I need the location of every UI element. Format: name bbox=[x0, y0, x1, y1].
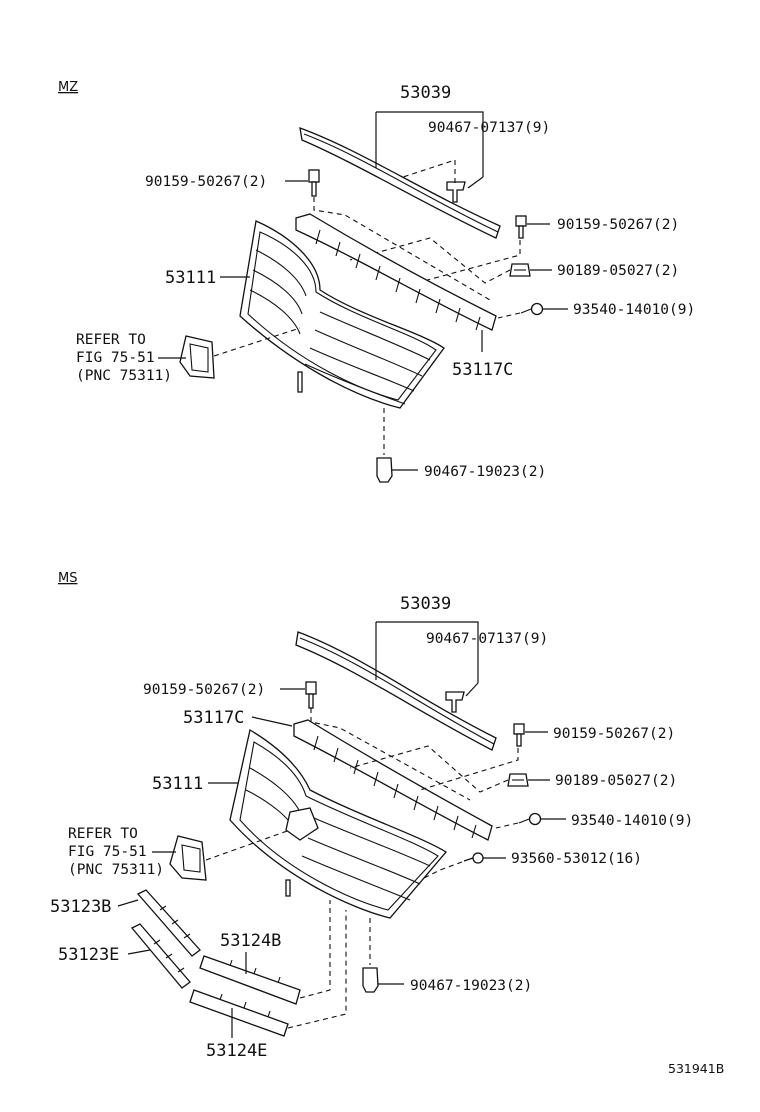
refer-line1-ms: REFER TO bbox=[68, 826, 138, 842]
bracket-53117C-mz[interactable] bbox=[295, 213, 497, 331]
label-53117C-mz: 53117C bbox=[452, 360, 513, 380]
clip-90467-19023-ms[interactable] bbox=[362, 967, 379, 993]
label-53123E-ms: 53123E bbox=[58, 945, 119, 965]
section-mz: MZ 53039 90467-07137(9) 90159-50267(2) 9… bbox=[58, 80, 695, 483]
refer-line2-ms: FIG 75-51 bbox=[68, 844, 147, 860]
emblem-ref-mz[interactable] bbox=[179, 335, 215, 379]
clip-90189-05027-ms[interactable] bbox=[507, 773, 529, 787]
leader-53039-mz bbox=[375, 111, 484, 177]
diagram-code: 531941B bbox=[668, 1061, 724, 1076]
section-tag-mz: MZ bbox=[58, 80, 78, 95]
clip-90467-07137-ms[interactable] bbox=[445, 691, 465, 713]
garnish-53124B-ms[interactable] bbox=[199, 955, 301, 1005]
garnish-53124E-ms[interactable] bbox=[189, 989, 289, 1037]
garnish-53123B-ms[interactable] bbox=[136, 889, 201, 957]
label-90467-19023-mz: 90467-19023(2) bbox=[424, 464, 546, 480]
label-90467-07137-mz: 90467-07137(9) bbox=[428, 120, 550, 136]
screw-93540-14010-ms[interactable] bbox=[518, 812, 542, 826]
screw-90159-50267-left-ms[interactable] bbox=[305, 681, 317, 709]
label-53117C-ms: 53117C bbox=[183, 708, 244, 728]
label-93540-14010-ms: 93540-14010(9) bbox=[571, 813, 693, 829]
label-90189-05027-mz: 90189-05027(2) bbox=[557, 263, 679, 279]
clip-90467-07137-mz[interactable] bbox=[446, 181, 466, 203]
clip-90467-19023-mz[interactable] bbox=[376, 457, 393, 483]
section-ms: MS 53039 90467-07137(9) 90159-50267(2) bbox=[50, 571, 693, 1061]
leader-53039-ms bbox=[375, 621, 479, 683]
molding-53039-ms[interactable] bbox=[295, 631, 497, 751]
label-93540-14010-mz: 93540-14010(9) bbox=[573, 302, 695, 318]
garnish-53123E-ms[interactable] bbox=[130, 923, 191, 989]
molding-53039-mz[interactable] bbox=[299, 127, 501, 239]
label-90467-07137-ms: 90467-07137(9) bbox=[426, 631, 548, 647]
bracket-53117C-ms[interactable] bbox=[293, 719, 493, 841]
label-53124E-ms: 53124E bbox=[206, 1041, 267, 1061]
refer-line1-mz: REFER TO bbox=[76, 332, 146, 348]
section-tag-ms: MS bbox=[58, 571, 77, 586]
label-93560-53012-ms: 93560-53012(16) bbox=[511, 851, 642, 867]
screw-90159-50267-right-ms[interactable] bbox=[513, 723, 525, 747]
label-53111-ms: 53111 bbox=[152, 774, 203, 794]
label-53111-mz: 53111 bbox=[165, 268, 216, 288]
emblem-ref-ms[interactable] bbox=[169, 835, 207, 881]
screw-93540-14010-mz[interactable] bbox=[520, 302, 544, 316]
label-90189-05027-ms: 90189-05027(2) bbox=[555, 773, 677, 789]
label-90159-50267-right-mz: 90159-50267(2) bbox=[557, 217, 679, 233]
label-53124B-ms: 53124B bbox=[220, 931, 281, 951]
screw-90159-50267-right-mz[interactable] bbox=[515, 215, 527, 239]
label-53039-mz: 53039 bbox=[400, 83, 451, 103]
screw-93560-53012-ms[interactable] bbox=[463, 852, 484, 864]
clip-90189-05027-mz[interactable] bbox=[509, 263, 531, 277]
label-90159-50267-left-ms: 90159-50267(2) bbox=[143, 682, 265, 698]
label-90159-50267-right-ms: 90159-50267(2) bbox=[553, 726, 675, 742]
label-90467-19023-ms: 90467-19023(2) bbox=[410, 978, 532, 994]
label-90159-50267-left-mz: 90159-50267(2) bbox=[145, 174, 267, 190]
screw-90159-50267-left-mz[interactable] bbox=[308, 169, 320, 197]
label-53039-ms: 53039 bbox=[400, 594, 451, 614]
label-53123B-ms: 53123B bbox=[50, 897, 111, 917]
refer-line3-ms: (PNC 75311) bbox=[68, 862, 164, 878]
grille-53111-ms[interactable] bbox=[229, 728, 447, 919]
grille-53111-mz[interactable] bbox=[239, 220, 445, 409]
refer-line2-mz: FIG 75-51 bbox=[76, 350, 155, 366]
refer-line3-mz: (PNC 75311) bbox=[76, 368, 172, 384]
